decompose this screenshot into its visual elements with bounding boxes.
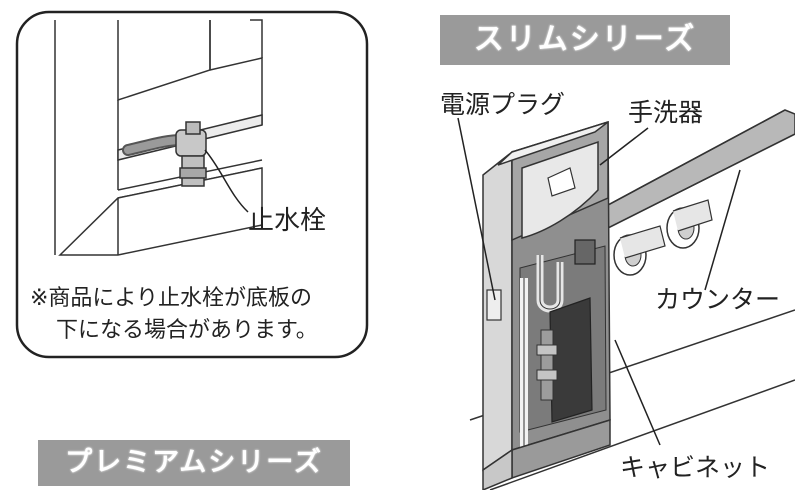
paper-holder: [613, 199, 713, 276]
inset-note-line1: ※商品により止水栓が底板の: [30, 286, 312, 311]
hand-sink-label: 手洗器: [628, 98, 704, 127]
inset-note: ※商品により止水栓が底板の 下になる場合があります。: [30, 283, 318, 347]
cabinet-label: キャビネット: [620, 453, 771, 482]
counter-label: カウンター: [655, 285, 781, 314]
slim-series-banner: スリムシリーズ: [440, 15, 730, 65]
shutoff-valve-label: 止水栓: [248, 206, 327, 236]
main-illustration: [457, 109, 795, 490]
premium-series-banner: プレミアムシリーズ: [38, 440, 350, 486]
inset-note-line2: 下になる場合があります。: [56, 318, 318, 343]
inset-panel: [15, 10, 369, 359]
power-plug-label: 電源プラグ: [440, 90, 566, 119]
